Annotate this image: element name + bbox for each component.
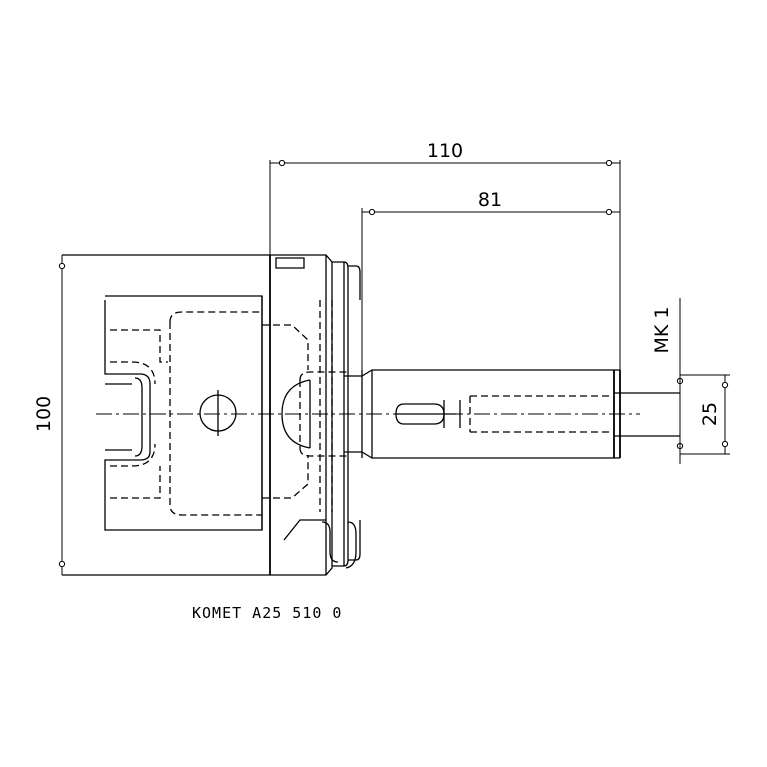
- dim-110-label: 110: [427, 140, 463, 162]
- ball-joint: [281, 379, 311, 449]
- holder-body: [62, 254, 361, 576]
- pin-circle: [199, 390, 237, 436]
- taper-callout: MK 1: [651, 298, 681, 464]
- dim-100-label: 100: [33, 396, 55, 432]
- dim-100: 100: [33, 255, 66, 575]
- taper-label: MK 1: [651, 307, 673, 354]
- dim-25-label: 25: [699, 402, 721, 426]
- dim-81: 81: [361, 189, 620, 370]
- dim-110: 110: [269, 140, 621, 370]
- dim-25: 25: [676, 374, 730, 455]
- part-number-caption: KOMET A25 510 0: [192, 604, 342, 622]
- hidden-lines: [110, 300, 610, 516]
- clamp-outline: [104, 295, 263, 531]
- shank: [344, 369, 680, 459]
- dim-81-label: 81: [478, 189, 502, 211]
